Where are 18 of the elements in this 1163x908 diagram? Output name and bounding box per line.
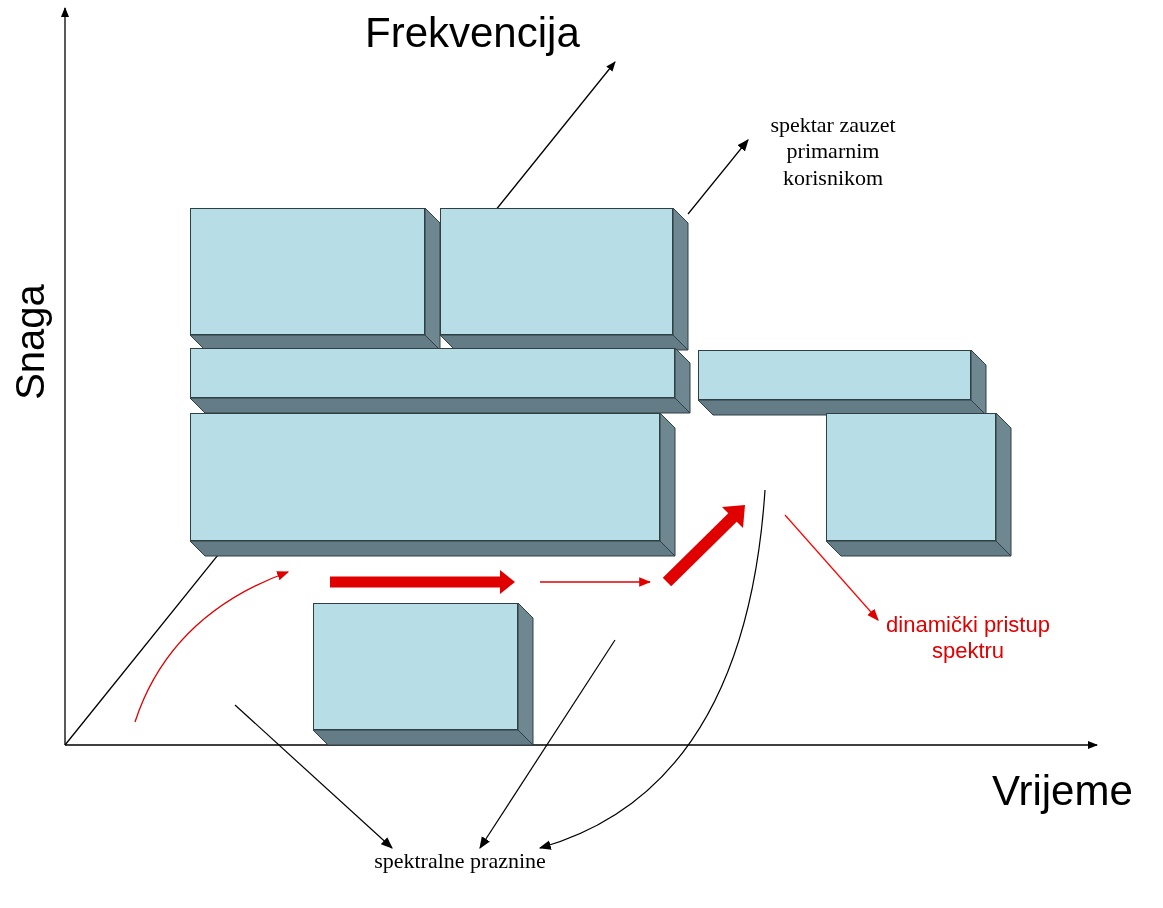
spectrum-block	[190, 413, 675, 556]
spectrum-block	[440, 208, 688, 350]
callout-text: spektar zauzet primarnim korisnikom	[748, 112, 918, 192]
spectrum-block	[313, 603, 533, 745]
leader-arrow	[479, 639, 616, 849]
spectrum-block	[190, 348, 690, 413]
axis-label: Vrijeme	[992, 766, 1133, 816]
leader-arrow	[784, 514, 879, 621]
axis-label: Snaga	[6, 284, 53, 400]
leader-arrow	[538, 489, 766, 849]
leader-arrow	[234, 704, 393, 849]
axis-label: Frekvencija	[365, 8, 580, 58]
callout-text: dinamički pristup spektru	[878, 612, 1058, 665]
spectrum-block	[190, 208, 440, 350]
spectrum-block	[826, 413, 1011, 556]
leader-arrow	[687, 139, 749, 215]
spectrum-block	[698, 350, 986, 415]
callout-text: spektralne praznine	[340, 848, 580, 875]
